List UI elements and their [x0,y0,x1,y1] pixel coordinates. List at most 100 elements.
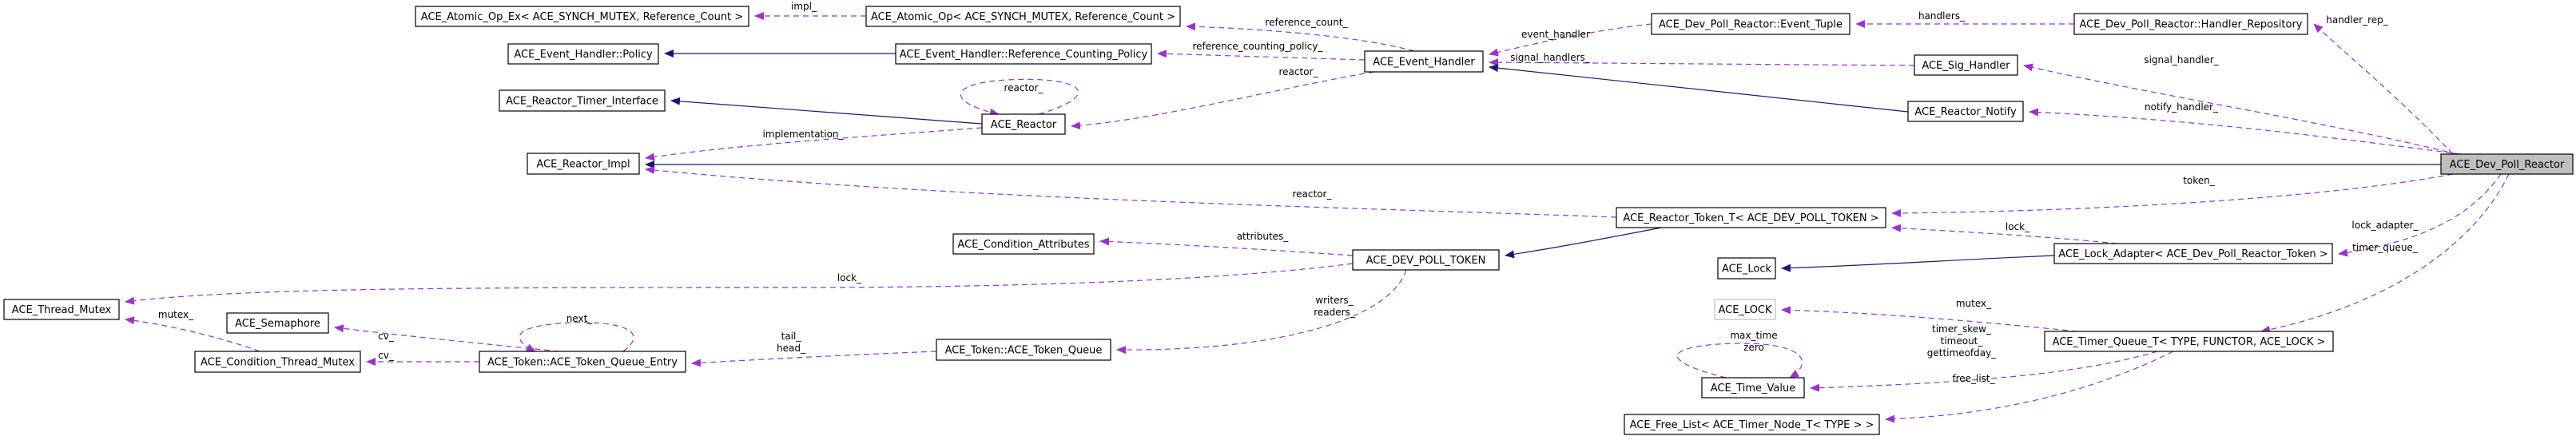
class-node-sig-handler[interactable]: ACE_Sig_Handler [1914,54,2018,76]
edge-reactor-to-reactor_impl [645,127,983,161]
edge-label: attributes_ [1237,231,1290,242]
class-node-lock-adapter[interactable]: ACE_Lock_Adapter< ACE_Dev_Poll_Reactor_T… [2053,243,2333,264]
edge-timer_queue_t-to-free_list [1885,351,2174,423]
edge-timer_queue_t-to-time_value [1810,351,2158,392]
node-label: ACE_Atomic_Op_Ex< ACE_SYNCH_MUTEX, Refer… [421,11,743,23]
class-node-atomic-op[interactable]: ACE_Atomic_Op< ACE_SYNCH_MUTEX, Referenc… [865,6,1181,27]
edge-token_queue_entry-to-semaphore [334,324,560,352]
node-label: ACE_Timer_Queue_T< TYPE, FUNCTOR, ACE_LO… [2053,336,2326,348]
edge-label: cv_ [378,350,395,361]
class-node-reactor[interactable]: ACE_Reactor [981,113,1066,135]
edge-label: lock_ [837,272,862,283]
node-label: ACE_Condition_Thread_Mutex [201,357,355,369]
node-label: ACE_Dev_Poll_Reactor::Handler_Repository [2079,19,2302,31]
node-label: ACE_Free_List< ACE_Timer_Node_T< TYPE > … [1630,419,1874,431]
class-node-free-list[interactable]: ACE_Free_List< ACE_Timer_Node_T< TYPE > … [1624,414,1880,435]
class-node-ace-lock-tpl[interactable]: ACE_LOCK [1714,299,1776,320]
node-label: ACE_Condition_Attributes [957,239,1089,251]
node-box [952,233,1095,255]
edge-label: signal_handlers_ [1510,52,1591,63]
edge-label: impl_ [791,1,817,12]
edge-dev_poll_reactor-to-sig_handler [2023,63,2458,155]
node-label: ACE_Atomic_Op< ACE_SYNCH_MUTEX, Referenc… [871,11,1175,23]
node-box [3,299,120,320]
class-node-timer-queue-t[interactable]: ACE_Timer_Queue_T< TYPE, FUNCTOR, ACE_LO… [2044,331,2334,352]
node-box [981,113,1066,135]
edge-label: token_ [2183,175,2216,186]
node-box [499,89,666,112]
class-node-condition-attributes[interactable]: ACE_Condition_Attributes [952,233,1095,255]
edge-label: implementation_ [762,129,844,140]
edge-label: timer_queue_ [2352,242,2419,253]
node-box [1624,414,1880,435]
node-box [2044,331,2334,352]
class-node-reactor-notify[interactable]: ACE_Reactor_Notify [1907,101,2024,122]
edge-dev_poll_reactor-to-lock_adapter [2338,173,2502,257]
edge-label: timer_skew_timeout_gettimeofday_ [1927,323,1997,359]
class-node-token-queue-entry[interactable]: ACE_Token::ACE_Token_Queue_Entry [479,351,686,373]
edge-label: lock_adapter_ [2351,220,2419,231]
node-box [1616,207,1886,228]
class-node-token-queue[interactable]: ACE_Token::ACE_Token_Queue [936,339,1111,361]
class-node-time-value[interactable]: ACE_Time_Value [1701,377,1805,398]
edge-label: writers_readers_ [1314,295,1356,318]
node-label: ACE_Semaphore [235,318,320,330]
node-box [865,6,1181,27]
edge-label: handlers_ [1918,10,1966,22]
class-node-reactor-impl[interactable]: ACE_Reactor_Impl [527,153,640,175]
node-label: ACE_DEV_POLL_TOKEN [1366,255,1486,267]
class-node-reactor-token-t[interactable]: ACE_Reactor_Token_T< ACE_DEV_POLL_TOKEN … [1616,207,1886,228]
edge-label: event_handler [1521,29,1590,40]
node-box [1907,101,2024,122]
class-node-condition-thread-mutex[interactable]: ACE_Condition_Thread_Mutex [194,351,361,373]
edge-dev_poll_token-to-token_queue [1116,269,1407,355]
class-node-reactor-timer-interface[interactable]: ACE_Reactor_Timer_Interface [499,89,666,112]
node-box [1701,377,1805,398]
edge-label: mutex_ [1956,298,1992,309]
node-box [895,43,1152,65]
edge-label: reference_count_ [1265,17,1348,28]
class-node-event-tuple[interactable]: ACE_Dev_Poll_Reactor::Event_Tuple [1651,13,1851,35]
edge-condition_thread_mutex-to-thread_mutex [125,316,260,352]
class-node-eh-policy[interactable]: ACE_Event_Handler::Policy [507,43,659,65]
node-box [2053,243,2333,264]
class-node-semaphore[interactable]: ACE_Semaphore [226,312,329,334]
edge-label: reactor_ [1293,188,1333,200]
edge-label: tail_head_ [777,331,806,354]
node-label: ACE_Token::ACE_Token_Queue [945,345,1103,357]
node-label: ACE_Dev_Poll_Reactor [2450,159,2565,171]
node-box [507,43,659,65]
class-node-thread-mutex[interactable]: ACE_Thread_Mutex [3,299,120,320]
node-label: ACE_Event_Handler::Policy [514,49,653,61]
class-node-atomic-op-ex[interactable]: ACE_Atomic_Op_Ex< ACE_SYNCH_MUTEX, Refer… [415,6,749,27]
node-label: ACE_Reactor_Impl [536,159,630,171]
node-label: ACE_Event_Handler [1373,57,1475,69]
class-node-dev-poll-reactor[interactable]: ACE_Dev_Poll_Reactor [2440,153,2574,175]
node-box [2073,13,2308,35]
node-label: ACE_Reactor_Token_T< ACE_DEV_POLL_TOKEN … [1623,212,1878,224]
node-box [194,351,361,373]
node-box [479,351,686,373]
edge-timer_queue_t-to-ace_lock_tpl [1781,306,2078,332]
edge-label: reactor_ [1279,66,1319,77]
class-node-dev-poll-token[interactable]: ACE_DEV_POLL_TOKEN [1352,249,1500,271]
node-box [1352,249,1500,271]
class-node-event-handler[interactable]: ACE_Event_Handler [1364,50,1484,73]
node-label: ACE_Reactor_Notify [1914,106,2017,118]
class-node-ace-lock[interactable]: ACE_Lock [1717,257,1776,280]
edge-label: free_list_ [1952,373,1995,384]
class-node-ref-counting-policy[interactable]: ACE_Event_Handler::Reference_Counting_Po… [895,43,1152,65]
node-label: ACE_Sig_Handler [1922,60,2010,72]
node-box [1651,13,1851,35]
edge-reactor_notify-to-event_handler [1489,64,1909,113]
class-node-handler-repository[interactable]: ACE_Dev_Poll_Reactor::Handler_Repository [2073,13,2308,35]
node-label: ACE_Reactor_Timer_Interface [506,96,658,108]
edge-label: handler_rep_ [2326,14,2389,26]
edge-label: next_ [566,313,594,324]
edge-token_queue_entry-to-token_queue_entry [519,322,634,352]
node-box [1714,299,1776,320]
node-label: ACE_Thread_Mutex [12,304,112,316]
node-label: ACE_Lock [1722,264,1772,276]
